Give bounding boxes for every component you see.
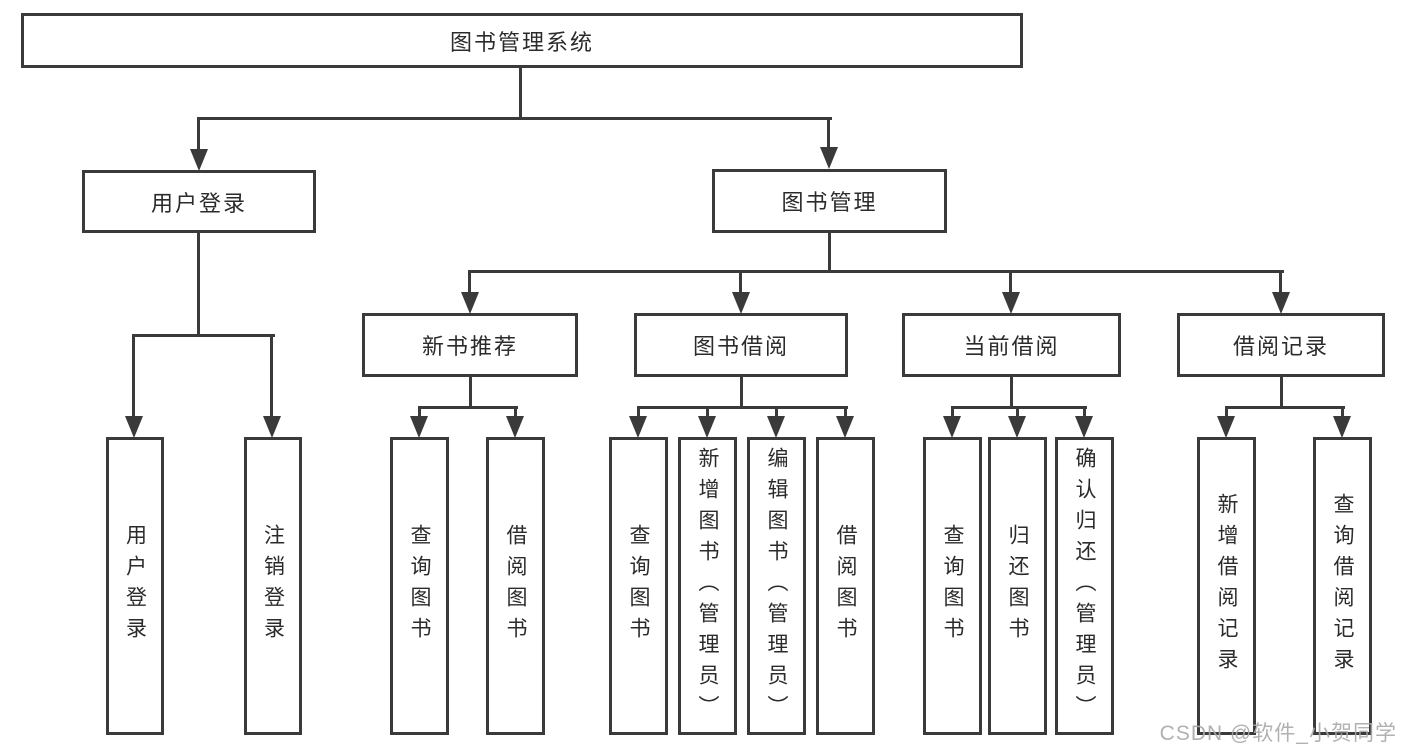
leaf-query-books-1-label: 查询图书: [408, 524, 431, 648]
leaf-query-books-1: 查询图书: [390, 437, 449, 735]
connector-drop-query-books-2: [637, 406, 640, 417]
arrow-down-icon-borrow-books-2: [836, 416, 854, 438]
leaf-query-borrow-record-label: 查询借阅记录: [1331, 493, 1354, 679]
leaf-return-book-label: 归还图书: [1006, 524, 1029, 648]
arrow-down-icon-add-book: [698, 416, 716, 438]
arrow-down-icon-return-book: [1008, 416, 1026, 438]
arrow-down-icon-book-management: [820, 147, 838, 169]
leaf-logout-label: 注销登录: [261, 524, 285, 648]
connector-level1-hline: [197, 117, 832, 120]
connector-user-login-hline: [132, 334, 275, 337]
connector-drop-borrow-books-1: [514, 406, 517, 417]
arrow-down-icon-leaf-user-login: [125, 416, 143, 438]
node-new-book-recommend: 新书推荐: [362, 313, 578, 377]
arrow-down-icon-borrow-books-1: [506, 416, 524, 438]
leaf-confirm-return-admin-label: 确认归还（管理员）: [1073, 446, 1096, 726]
connector-book-borrow-hline: [637, 406, 848, 409]
leaf-edit-book-admin: 编辑图书（管理员）: [747, 437, 806, 735]
connector-drop-confirm-return: [1083, 406, 1086, 417]
connector-current-borrow-hline: [951, 406, 1087, 409]
connector-drop-leaf-user-login: [132, 334, 135, 416]
connector-level3-hline: [468, 270, 1284, 273]
connector-user-login-stem: [197, 233, 200, 337]
leaf-borrow-books-2: 借阅图书: [816, 437, 875, 735]
connector-drop-borrow-books-2: [844, 406, 847, 417]
arrow-down-icon-new-book: [461, 292, 479, 314]
connector-drop-leaf-logout: [270, 334, 273, 416]
connector-root-stem: [519, 68, 522, 120]
leaf-add-book-admin: 新增图书（管理员）: [678, 437, 737, 735]
leaf-add-book-admin-label: 新增图书（管理员）: [696, 446, 719, 726]
connector-drop-query-books-1: [418, 406, 421, 417]
leaf-query-books-3-label: 查询图书: [941, 524, 964, 648]
arrow-down-icon-confirm-return: [1075, 416, 1093, 438]
arrow-down-icon-query-books-1: [410, 416, 428, 438]
connector-drop-user-login: [197, 117, 200, 151]
connector-book-management-stem: [828, 233, 831, 273]
connector-current-borrow-stem: [1010, 377, 1013, 409]
connector-drop-query-books-3: [951, 406, 954, 417]
node-borrow-records: 借阅记录: [1177, 313, 1385, 377]
arrow-down-icon-user-login: [190, 149, 208, 171]
leaf-logout: 注销登录: [244, 437, 302, 735]
connector-drop-add-record: [1225, 406, 1228, 417]
leaf-user-login-label: 用户登录: [123, 524, 147, 648]
node-user-login: 用户登录: [82, 170, 316, 233]
connector-drop-book-borrow: [739, 270, 742, 294]
arrow-down-icon-query-books-2: [629, 416, 647, 438]
leaf-query-borrow-record: 查询借阅记录: [1313, 437, 1372, 735]
arrow-down-icon-leaf-logout: [263, 416, 281, 438]
connector-drop-new-book: [468, 270, 471, 294]
arrow-down-icon-edit-book: [767, 416, 785, 438]
connector-new-book-hline: [418, 406, 518, 409]
connector-borrow-records-stem: [1280, 377, 1283, 409]
arrow-down-icon-book-borrow: [732, 292, 750, 314]
arrow-down-icon-borrow-records: [1272, 292, 1290, 314]
arrow-down-icon-query-record: [1333, 416, 1351, 438]
arrow-down-icon-current-borrow: [1002, 292, 1020, 314]
connector-drop-add-book: [706, 406, 709, 417]
leaf-user-login: 用户登录: [106, 437, 164, 735]
connector-drop-query-record: [1341, 406, 1344, 417]
arrow-down-icon-query-books-3: [943, 416, 961, 438]
connector-book-borrow-stem: [740, 377, 743, 409]
node-library-system: 图书管理系统: [21, 13, 1023, 68]
leaf-query-books-3: 查询图书: [923, 437, 982, 735]
arrow-down-icon-add-record: [1217, 416, 1235, 438]
leaf-query-books-2: 查询图书: [609, 437, 668, 735]
node-current-borrow: 当前借阅: [902, 313, 1121, 377]
leaf-add-borrow-record: 新增借阅记录: [1197, 437, 1256, 735]
connector-drop-edit-book: [775, 406, 778, 417]
connector-drop-return-book: [1016, 406, 1019, 417]
connector-borrow-records-hline: [1225, 406, 1345, 409]
leaf-add-borrow-record-label: 新增借阅记录: [1215, 493, 1238, 679]
leaf-borrow-books-2-label: 借阅图书: [834, 524, 857, 648]
leaf-edit-book-admin-label: 编辑图书（管理员）: [765, 446, 788, 726]
leaf-query-books-2-label: 查询图书: [627, 524, 650, 648]
connector-new-book-stem: [469, 377, 472, 409]
node-book-management: 图书管理: [712, 169, 947, 233]
connector-drop-current-borrow: [1009, 270, 1012, 294]
leaf-confirm-return-admin: 确认归还（管理员）: [1055, 437, 1114, 735]
connector-drop-book-management: [827, 117, 830, 149]
leaf-borrow-books-1: 借阅图书: [486, 437, 545, 735]
connector-drop-borrow-records: [1279, 270, 1282, 294]
leaf-borrow-books-1-label: 借阅图书: [504, 524, 527, 648]
leaf-return-book: 归还图书: [988, 437, 1047, 735]
node-book-borrow: 图书借阅: [634, 313, 848, 377]
watermark-text: CSDN @软件_小贺同学: [1159, 722, 1397, 745]
